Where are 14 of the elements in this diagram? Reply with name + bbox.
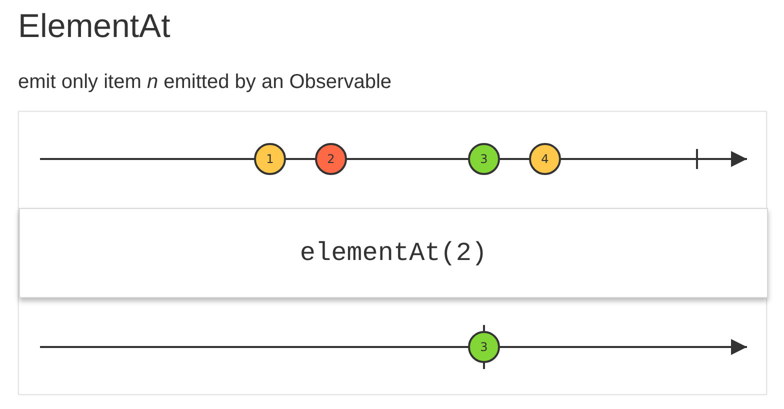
operator-label: elementAt(2): [300, 238, 488, 268]
marble-circle: [529, 143, 561, 175]
marble-circle: [315, 143, 347, 175]
marble-number: 2: [327, 152, 335, 166]
marble-number: 1: [266, 152, 274, 166]
marble-number: 3: [480, 152, 488, 166]
marble-number: 4: [541, 152, 549, 166]
marble-circle: [254, 143, 286, 175]
title: ElementAt: [18, 6, 170, 46]
subtitle: emit only item n emitted by an Observable: [18, 70, 392, 95]
marble-number: 3: [480, 340, 488, 354]
marble-circle: [468, 331, 500, 363]
operator-box: [19, 208, 768, 298]
marble-circle: [468, 143, 500, 175]
